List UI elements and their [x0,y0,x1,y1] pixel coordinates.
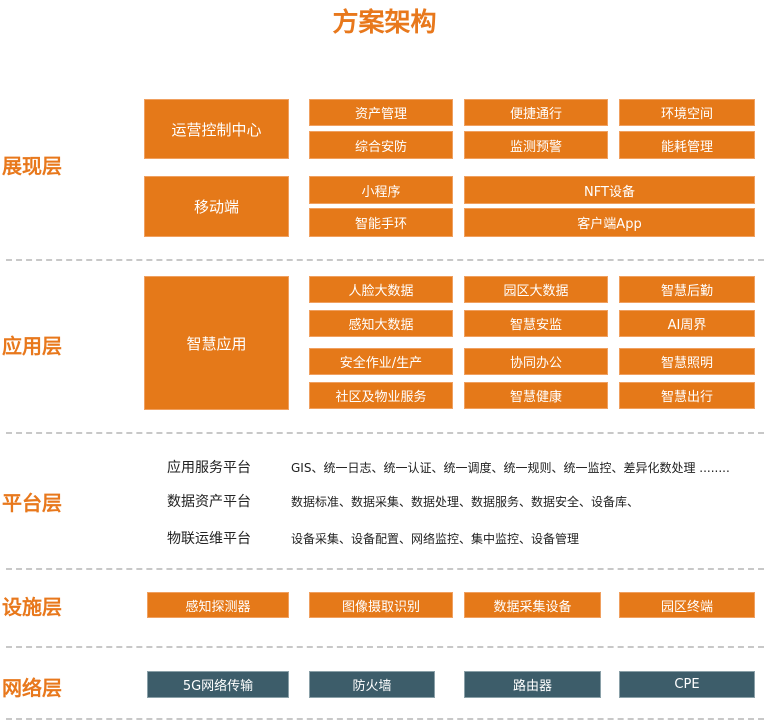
smart-app-box: 智慧应用 [144,276,289,410]
platform-label: 数据资产平台 [167,494,251,510]
facility-item: 园区终端 [619,592,755,618]
mobile-item: 智能手环 [309,208,453,237]
app-item: 感知大数据 [309,310,453,337]
divider [6,646,764,648]
app-item: 智慧照明 [619,348,755,375]
app-item: 智慧安监 [464,310,608,337]
layer-label-platform: 平台层 [2,491,62,515]
app-item: 智慧后勤 [619,276,755,303]
divider [6,259,764,261]
app-item: 安全作业/生产 [309,348,453,375]
app-item: 智慧健康 [464,382,608,409]
ops-item: 综合安防 [309,131,453,159]
ops-item: 便捷通行 [464,99,608,126]
mobile-item: 小程序 [309,176,453,204]
network-item: 路由器 [464,671,601,698]
divider [6,432,764,434]
layer-label-display: 展现层 [2,154,62,178]
ops-item: 能耗管理 [619,131,755,159]
app-item: 人脸大数据 [309,276,453,303]
app-item: AI周界 [619,310,755,337]
app-item: 协同办公 [464,348,608,375]
divider [6,718,764,720]
ops-item: 资产管理 [309,99,453,126]
app-item: 社区及物业服务 [309,382,453,409]
network-item: 5G网络传输 [147,671,289,698]
app-item: 园区大数据 [464,276,608,303]
facility-item: 数据采集设备 [464,592,601,618]
page-title: 方案架构 [332,8,437,38]
layer-label-application: 应用层 [2,334,62,358]
platform-label: 物联运维平台 [167,531,251,547]
layer-label-network: 网络层 [2,676,62,700]
ops-center-box: 运营控制中心 [144,99,289,159]
platform-items: 设备采集、设备配置、网络监控、集中监控、设备管理 [291,532,580,546]
app-item: 智慧出行 [619,382,755,409]
divider [6,568,764,570]
network-item: 防火墙 [309,671,435,698]
ops-item: 环境空间 [619,99,755,126]
ops-item: 监测预警 [464,131,608,159]
layer-label-facility: 设施层 [2,595,62,619]
facility-item: 图像摄取识别 [309,592,453,618]
platform-items: GIS、统一日志、统一认证、统一调度、统一规则、统一监控、差异化数处理 ....… [291,461,730,475]
network-item: CPE [619,671,755,698]
platform-items: 数据标准、数据采集、数据处理、数据服务、数据安全、设备库、 [291,495,640,509]
facility-item: 感知探测器 [147,592,289,618]
mobile-item: NFT设备 [464,176,755,204]
platform-label: 应用服务平台 [167,460,251,476]
mobile-item: 客户端App [464,208,755,237]
mobile-box: 移动端 [144,176,289,237]
